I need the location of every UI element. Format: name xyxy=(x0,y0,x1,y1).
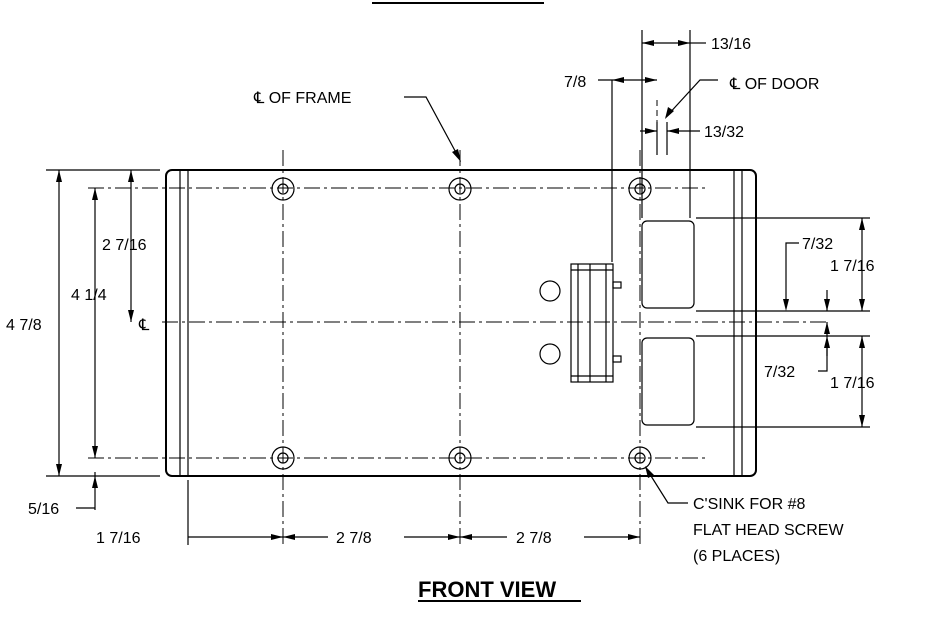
bottom-dimensions xyxy=(187,480,640,545)
hinge-plates xyxy=(641,220,695,426)
upper-hinge-plate xyxy=(641,220,695,309)
dim-edge-to-hole-bottom: 5/16 xyxy=(28,501,59,518)
dim-lower-height: 1 7/16 xyxy=(830,375,875,392)
upper-side-hole xyxy=(539,280,561,302)
dim-edge-to-hole-left: 1 7/16 xyxy=(96,530,141,547)
dim-lower-gap: 7/32 xyxy=(764,364,795,381)
screw-hole xyxy=(628,446,652,470)
countersink-note-line1: C'SINK FOR #8 xyxy=(693,496,806,513)
left-centerline-symbol: ℄ xyxy=(138,317,150,334)
dim-door-offset-left: 7/8 xyxy=(564,74,586,91)
dim-door-offset-top: 13/16 xyxy=(711,36,751,53)
countersink-note-line3: (6 PLACES) xyxy=(693,548,780,565)
screw-hole xyxy=(448,177,472,201)
centerlines xyxy=(88,150,826,545)
dim-upper-height: 1 7/16 xyxy=(830,258,875,275)
screw-hole xyxy=(448,446,472,470)
frame-centerline-label: ℄ OF FRAME xyxy=(253,90,351,107)
screw-hole xyxy=(628,177,652,201)
dim-hole-spacing-h1: 2 7/8 xyxy=(336,530,372,547)
dim-hole-to-center: 2 7/16 xyxy=(102,237,147,254)
screw-holes xyxy=(271,177,652,470)
dim-hole-spacing-vertical: 4 1/4 xyxy=(71,287,107,304)
side-holes xyxy=(539,280,561,365)
right-dimensions xyxy=(696,217,870,428)
frame-centerline-leader xyxy=(404,96,461,162)
lower-side-hole xyxy=(539,343,561,365)
screw-hole xyxy=(271,177,295,201)
screw-hole xyxy=(271,446,295,470)
countersink-leader xyxy=(645,466,688,504)
latch-block xyxy=(570,263,622,383)
lower-hinge-plate xyxy=(641,337,695,426)
left-dimensions xyxy=(46,169,160,510)
dim-hole-spacing-h2: 2 7/8 xyxy=(516,530,552,547)
dim-upper-gap: 7/32 xyxy=(802,236,833,253)
frame-outline xyxy=(165,169,757,477)
countersink-note-line2: FLAT HEAD SCREW xyxy=(693,522,844,539)
view-title: FRONT VIEW xyxy=(418,577,556,602)
dim-overall-height: 4 7/8 xyxy=(6,317,42,334)
door-centerline-label: ℄ OF DOOR xyxy=(729,76,819,93)
door-dimensions xyxy=(598,30,718,262)
frame-rect xyxy=(165,169,757,477)
dim-door-offset-inner: 13/32 xyxy=(704,124,744,141)
